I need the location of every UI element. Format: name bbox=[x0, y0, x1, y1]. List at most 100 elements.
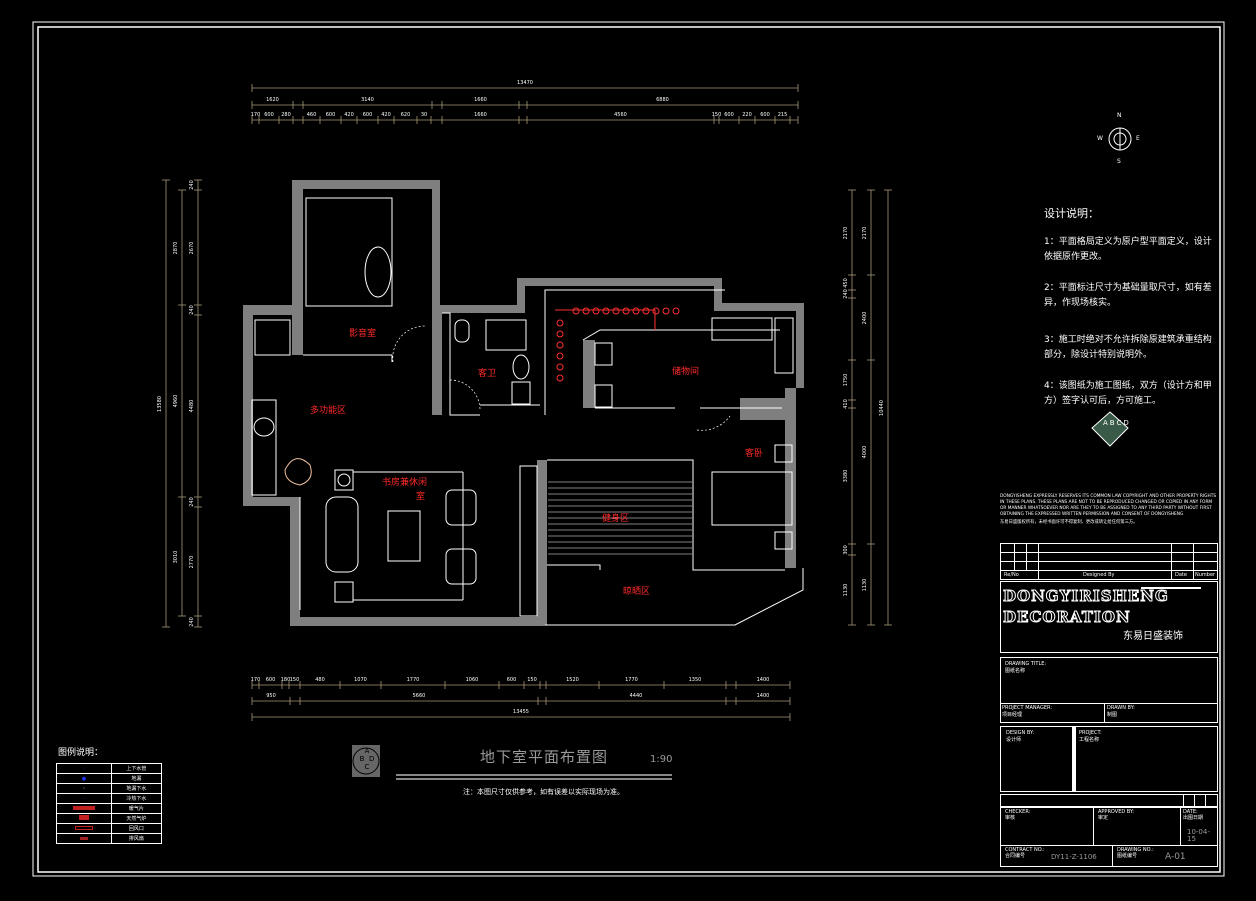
drawing-title-cn: 图纸名称 bbox=[1005, 668, 1026, 674]
dim-label: 420 bbox=[381, 112, 391, 118]
dim-label: 1130 bbox=[843, 583, 849, 597]
legend-item: 地漏下水 bbox=[110, 783, 163, 794]
note-item: 1：平面格局定义为原户型平面定义，设计依据原作更改。 bbox=[1044, 237, 1212, 262]
dim-label: 1350 bbox=[688, 677, 702, 683]
compass-e: E bbox=[1136, 135, 1140, 142]
dim-label: 280 bbox=[281, 112, 291, 118]
copyright-block: DONGYISHENG EXPRESSLY RESERVES ITS COMMO… bbox=[1000, 494, 1218, 542]
room-study-2: 室 bbox=[416, 492, 426, 502]
project-manager-cn: 项目经理 bbox=[1002, 712, 1023, 718]
dim-label: 4480 bbox=[189, 399, 195, 413]
walls bbox=[243, 180, 804, 626]
legend-table: ◦上下水管 ●地漏 ◦地漏下水 ·冷热下水 暖气片 天然气炉 回风口 排风扇 bbox=[56, 763, 163, 844]
dim-label: 4440 bbox=[629, 693, 643, 699]
dim-label: 1660 bbox=[474, 97, 487, 103]
company-block bbox=[1000, 581, 1218, 653]
dim-label: 600 bbox=[760, 112, 770, 118]
contract-cn: 合同编号 bbox=[1005, 853, 1026, 859]
design-notes: 设计说明： 1：平面格局定义为原户型平面定义，设计依据原作更改。 2：平面标注尺… bbox=[1044, 206, 1216, 425]
copyright-text-cn: 东易日盛版权所有，未经书面许可不得复制、更改或转让给任何第三方。 bbox=[1000, 520, 1138, 525]
approved-cn: 审定 bbox=[1098, 815, 1109, 821]
compass bbox=[1108, 127, 1132, 151]
abcd-badge: A B D C bbox=[355, 747, 379, 771]
note-item: 2：平面标注尺寸为基础量取尺寸，如有差异，作现场核实。 bbox=[1044, 283, 1212, 308]
revision-table: Re/No Designed By Date Number bbox=[1000, 543, 1218, 580]
dim-label: 4000 bbox=[862, 445, 868, 459]
abcd-badge-circle bbox=[352, 747, 380, 775]
room-study: 书房兼休闲 bbox=[382, 478, 428, 488]
abcd-badge-bg bbox=[352, 745, 380, 777]
designed-by-label: Designed By bbox=[1083, 572, 1115, 578]
room-drying: 晾晒区 bbox=[623, 587, 651, 597]
project-cn: 工程名称 bbox=[1079, 737, 1100, 743]
dim-label: 1660 bbox=[474, 112, 487, 118]
legend-item: 冷热下水 bbox=[110, 793, 163, 804]
dim-label: 240 bbox=[189, 305, 195, 315]
date2-label: DATE: bbox=[1183, 809, 1198, 815]
dim-label: 1070 bbox=[354, 677, 367, 683]
compass-n: N bbox=[1117, 112, 1122, 119]
dim-label: 240 bbox=[189, 497, 195, 507]
dim-label: 600 bbox=[325, 112, 336, 118]
dim-label: 600 bbox=[265, 677, 276, 683]
design-by-cn: 设计师 bbox=[1006, 737, 1022, 743]
dim-label: 4960 bbox=[173, 394, 179, 408]
dim-label: 30 bbox=[420, 112, 428, 118]
dim-label: 215 bbox=[777, 112, 788, 118]
floor-hatch bbox=[548, 481, 692, 555]
dim-label: 10440 bbox=[879, 399, 885, 416]
dim-label: 13455 bbox=[513, 709, 529, 715]
note-item: 3：施工时绝对不允许拆除原建筑承重结构部分，除设计特别说明外。 bbox=[1044, 335, 1212, 360]
badge-letter: A bbox=[364, 747, 370, 755]
dim-label: 1520 bbox=[566, 677, 579, 683]
dim-label: 6880 bbox=[656, 97, 669, 103]
drawing-note: 注：本图尺寸仅供参考，如有误差以实际现场为准。 bbox=[463, 788, 624, 796]
room-multi: 多功能区 bbox=[310, 406, 347, 416]
room-storage: 储物间 bbox=[672, 367, 700, 377]
drawn-by-cn: 制图 bbox=[1107, 712, 1118, 718]
dim-label: 3010 bbox=[173, 550, 179, 563]
dim-label: 460 bbox=[306, 112, 317, 118]
inner-border bbox=[37, 26, 1221, 873]
company-name-en-2: DECORATION bbox=[1003, 608, 1131, 627]
title-underline bbox=[396, 774, 672, 780]
drawing-title: 地下室平面布置图 bbox=[480, 748, 609, 766]
dim-label: 2170 bbox=[843, 226, 849, 239]
dim-label: 620 bbox=[400, 112, 411, 118]
legend-item: 排风扇 bbox=[110, 833, 163, 844]
project-label: PROJECT: bbox=[1079, 730, 1102, 736]
dim-label: 1400 bbox=[756, 677, 770, 683]
dim-label: 4560 bbox=[614, 112, 627, 118]
plant-symbol bbox=[284, 458, 312, 486]
dim-label: 2400 bbox=[862, 311, 868, 324]
outer-border bbox=[32, 21, 1225, 877]
room-guest-bed: 客卧 bbox=[745, 449, 764, 459]
floor-plan bbox=[243, 180, 804, 626]
dim-label: 2870 bbox=[173, 241, 179, 254]
drawn-by-label: DRAWN BY: bbox=[1107, 705, 1135, 711]
dim-label: 2670 bbox=[189, 241, 195, 254]
dim-label: 1400 bbox=[756, 693, 770, 699]
dim-label: 13470 bbox=[517, 80, 533, 86]
badge-letter: D bbox=[368, 755, 375, 763]
badge-letter: C bbox=[364, 763, 370, 771]
dim-label: 150 bbox=[289, 677, 300, 683]
dimension-lines bbox=[162, 84, 892, 721]
dim-label: 150 bbox=[527, 677, 537, 683]
dim-label: 170 bbox=[250, 677, 261, 683]
date-value: 10-04-15 bbox=[1187, 828, 1210, 843]
checker-cn: 审核 bbox=[1005, 815, 1016, 821]
dim-label: 600 bbox=[506, 677, 517, 683]
number-label: Number bbox=[1195, 572, 1216, 578]
approved-label: APPROVED BY: bbox=[1098, 809, 1135, 815]
note-item: 4：该图纸为施工图纸，双方（设计方和甲方）签字认可后，方可施工。 bbox=[1044, 381, 1212, 406]
compass-s: S bbox=[1117, 158, 1121, 165]
abcd-symbol bbox=[1091, 411, 1129, 447]
room-gym: 健身区 bbox=[602, 514, 630, 524]
dim-label: 1060 bbox=[465, 677, 479, 683]
dim-label: 220 bbox=[742, 112, 752, 118]
door-swings bbox=[392, 325, 731, 431]
drawing-title-block: DRAWING TITLE: 图纸名称 PROJECT MANAGER: 项目经… bbox=[1000, 657, 1218, 723]
legend-item: 地漏 bbox=[110, 773, 163, 784]
